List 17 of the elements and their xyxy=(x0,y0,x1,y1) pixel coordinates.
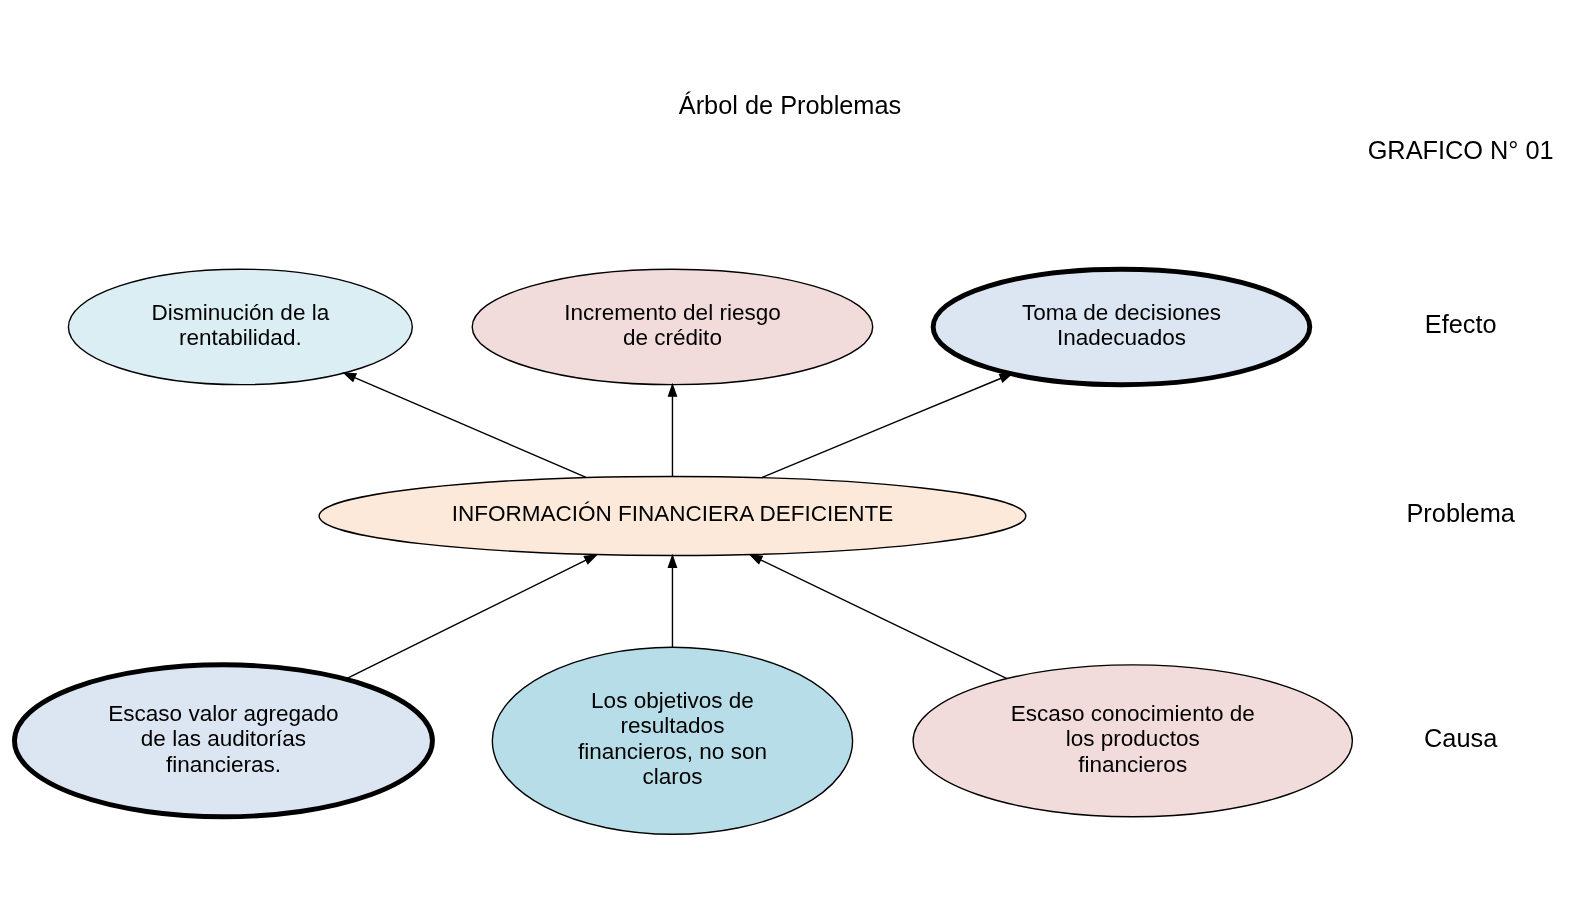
arrow xyxy=(342,372,587,479)
node-ellipse: Incremento del riesgo de crédito xyxy=(471,268,874,386)
arrow xyxy=(667,382,678,477)
label: Efecto xyxy=(1424,310,1497,339)
node-ellipse: Toma de decisiones Inadecuados xyxy=(930,266,1313,388)
arrow xyxy=(344,554,599,680)
node-ellipse: Los objetivos de resultados financieros, no son claros xyxy=(491,646,854,836)
label: Problema xyxy=(1406,499,1515,528)
diagram-title: Árbol de Problemas xyxy=(678,90,902,119)
arrow xyxy=(761,373,1014,479)
label: Causa xyxy=(1424,724,1498,752)
arrow xyxy=(748,554,1008,680)
node-ellipse: Escaso conocimiento de los productos financieros xyxy=(912,664,1354,818)
node-ellipse: Escaso valor agregado de las auditorías financieras. xyxy=(12,662,435,820)
label: GRAFICO N° 01 xyxy=(1367,135,1554,164)
arrow xyxy=(667,553,678,648)
node-ellipse: INFORMACIÓN FINANCIERA DEFICIENTE xyxy=(318,475,1027,557)
